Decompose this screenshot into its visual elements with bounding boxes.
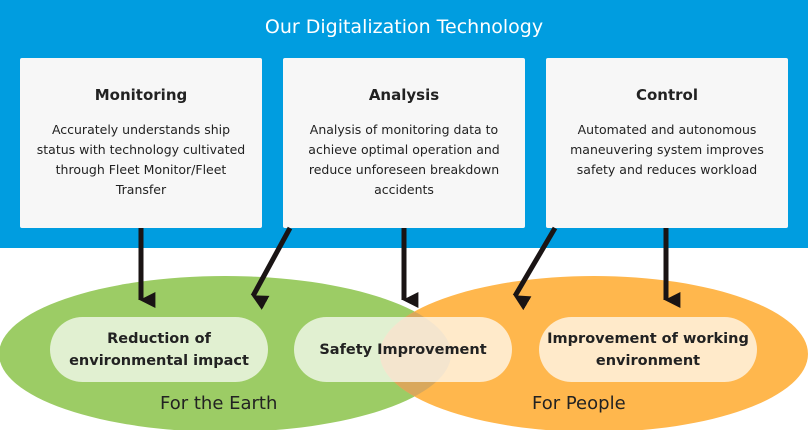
card-control: Control Automated and autonomous maneuve… [546,58,788,228]
card-analysis: Analysis Analysis of monitoring data to … [283,58,525,228]
card-text: Automated and autonomous maneuvering sys… [570,122,764,177]
arrow [512,226,558,311]
arrow [250,226,293,310]
card-heading: Control [635,86,698,104]
people-label: For People [532,393,626,414]
outcome-working-environment: Improvement of working environment [539,317,757,382]
diagram-title: Our Digitalization Technology [264,16,544,38]
card-text: Accurately understands ship status with … [36,122,246,197]
outcome-environment: Reduction of environmental impact [50,317,268,382]
card-heading: Monitoring [94,86,188,104]
card-heading: Analysis [368,86,440,104]
card-monitoring: Monitoring Accurately understands ship s… [20,58,262,228]
outcome-safety: Safety Improvement [294,317,512,382]
earth-label: For the Earth [160,393,278,414]
card-text: Analysis of monitoring data to achieve o… [308,122,500,197]
